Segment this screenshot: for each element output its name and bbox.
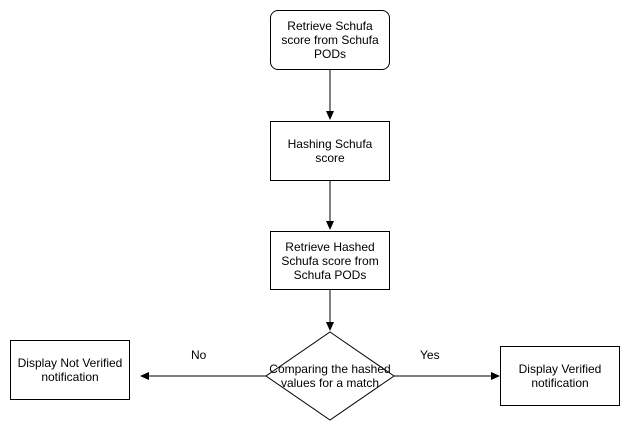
node-display-verified-label: Display Verified notification [518, 362, 602, 390]
edge-label-no: No [191, 348, 207, 362]
decision-compare-label-box: Comparing the hashed values for a match [266, 350, 394, 402]
node-hashing-schufa-score-label: Hashing Schufa score [287, 137, 373, 165]
node-retrieve-hashed-score-label: Retrieve Hashed Schufa score from Schufa… [281, 239, 379, 282]
node-display-verified: Display Verified notification [500, 346, 620, 406]
node-retrieve-schufa-score: Retrieve Schufa score from Schufa PODs [270, 10, 390, 70]
node-retrieve-schufa-score-label: Retrieve Schufa score from Schufa PODs [281, 19, 379, 61]
edge-label-yes: Yes [420, 348, 440, 362]
decision-compare-label: Comparing the hashed values for a match [269, 362, 391, 390]
decision-diamond [265, 331, 395, 421]
node-display-not-verified: Display Not Verified notification [10, 340, 130, 400]
node-display-not-verified-label: Display Not Verified notification [17, 356, 123, 384]
node-retrieve-hashed-score: Retrieve Hashed Schufa score from Schufa… [270, 231, 390, 290]
node-hashing-schufa-score: Hashing Schufa score [270, 121, 390, 181]
